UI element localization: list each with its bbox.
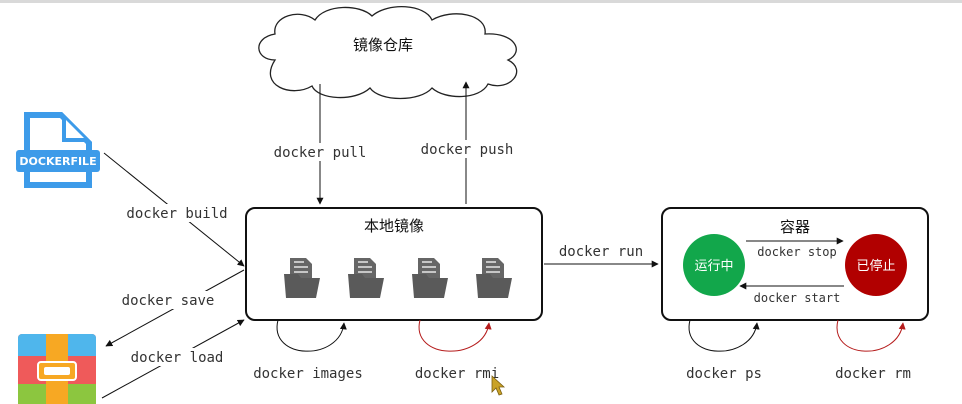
mouse-cursor-icon — [491, 375, 506, 396]
container-title: 容器 — [780, 218, 810, 236]
cmd-start-label: docker start — [754, 291, 841, 305]
cmd-pull-label: docker pull — [274, 145, 367, 161]
image-file-icon — [476, 258, 512, 298]
local-images-title: 本地镜像 — [364, 217, 424, 235]
top-edge-strip — [0, 0, 962, 3]
registry-label: 镜像仓库 — [353, 36, 413, 54]
dockerfile-label: DOCKERFILE — [19, 155, 96, 168]
running-state-label: 运行中 — [694, 259, 733, 274]
dockerfile-icon: DOCKERFILE — [16, 112, 100, 188]
cmd-load-label: docker load — [131, 350, 224, 366]
cmd-run-label: docker run — [559, 244, 643, 260]
cmd-save-label: docker save — [122, 293, 215, 309]
cmd-rmi-label: docker rmi — [415, 366, 499, 382]
images-loop-arrow — [276, 319, 347, 352]
cmd-rm-label: docker rm — [835, 366, 911, 382]
ps-loop-arrow — [688, 319, 760, 352]
image-file-icon — [284, 258, 320, 298]
image-file-icon — [412, 258, 448, 298]
container-box: 容器 运行中 已停止 — [661, 207, 929, 321]
archive-icon — [18, 334, 96, 404]
stopped-state-label: 已停止 — [856, 258, 895, 274]
rmi-loop-arrow — [418, 319, 492, 352]
cmd-stop-label: docker stop — [757, 245, 836, 259]
rm-loop-arrow — [836, 319, 906, 352]
local-images-box: 本地镜像 — [245, 207, 543, 321]
registry-cloud: 镜像仓库 — [258, 5, 518, 100]
cmd-push-label: docker push — [421, 142, 514, 158]
image-file-icon — [348, 258, 384, 298]
cmd-build-label: docker build — [126, 206, 227, 222]
cmd-images-label: docker images — [253, 366, 363, 382]
cmd-ps-label: docker ps — [686, 366, 762, 382]
running-state-node — [683, 234, 745, 296]
stopped-state-node — [845, 234, 907, 296]
